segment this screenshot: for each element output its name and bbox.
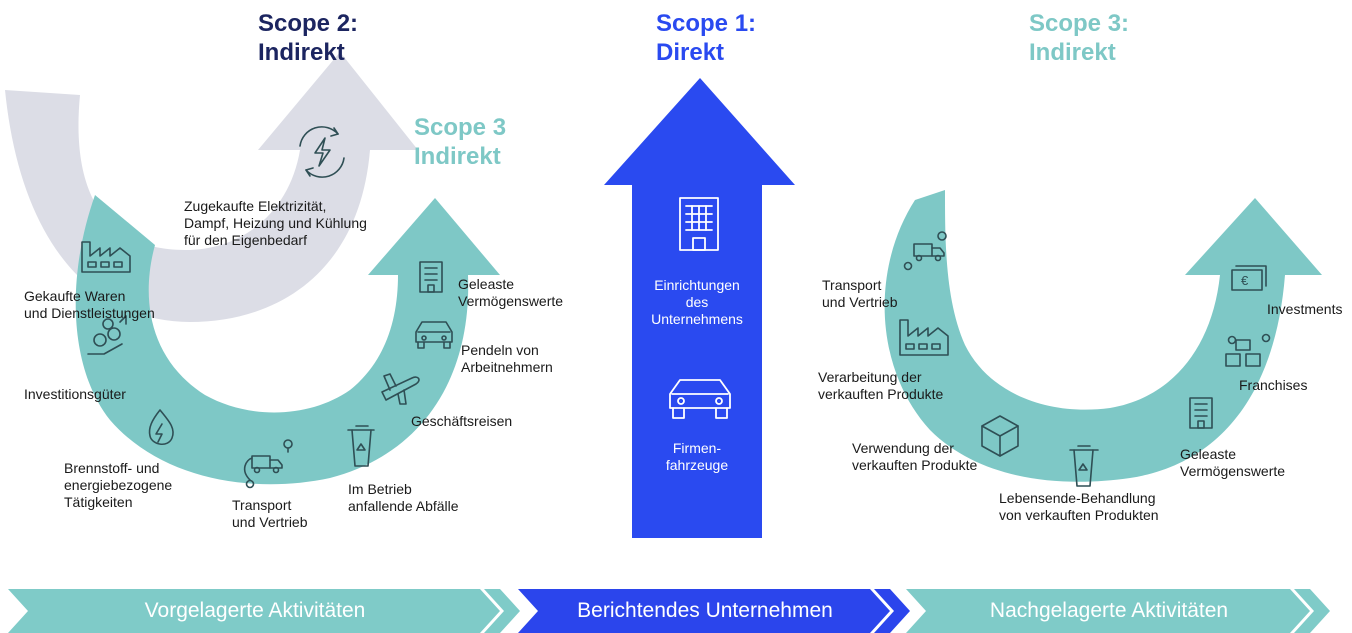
label-line: Transport	[822, 277, 882, 293]
car-icon	[415, 321, 453, 349]
upstream-fuel-label: Brennstoff- und energiebezogene Tätigkei…	[64, 460, 172, 511]
airplane-icon	[381, 373, 420, 405]
electricity-cycle-icon	[299, 126, 345, 178]
scope3-right-header: Scope 3: Indirekt	[1029, 9, 1129, 67]
scope1-header: Scope 1: Direkt	[656, 9, 756, 67]
scope2-header-line1: Scope 2:	[258, 10, 359, 37]
upstream-goods-label: Gekaufte Waren und Dienstleistungen	[24, 288, 155, 322]
building-icon	[1189, 397, 1213, 429]
band-downstream-label: Nachgelagerte Aktivitäten	[989, 599, 1229, 622]
flame-icon	[148, 409, 174, 445]
label-line: und Dienstleistungen	[24, 305, 155, 321]
label-line: anfallende Abfälle	[348, 498, 459, 514]
label-line: Lebensende-Behandlung	[999, 490, 1156, 506]
label-line: verkauften Produkte	[852, 457, 978, 473]
money-icon: €	[1231, 265, 1267, 291]
label-line: Verarbeitung der	[818, 369, 922, 385]
band-upstream-shape	[8, 589, 500, 633]
label-line: Investitionsgüter	[24, 386, 126, 402]
scope2-label-line: für den Eigenbedarf	[184, 232, 307, 248]
label-line: Im Betrieb	[348, 481, 412, 497]
band-reporting-label: Berichtendes Unternehmen	[577, 599, 833, 622]
truck-route-icon	[243, 439, 293, 489]
box-icon	[981, 415, 1019, 457]
label-line: Pendeln von	[461, 342, 539, 358]
scope2-label-line: Zugekaufte Elektrizität,	[184, 198, 327, 214]
scope3-left-header-line2: Indirekt	[414, 143, 501, 170]
band-chevron-3	[1294, 589, 1330, 633]
label-line: Vermögenswerte	[1180, 463, 1286, 479]
scope1-header-line1: Scope 1:	[656, 10, 757, 37]
upstream-travel-label: Geschäftsreisen	[411, 413, 512, 430]
band-reporting-shape	[518, 589, 890, 633]
label-line: von verkauften Produkten	[999, 507, 1159, 523]
upstream-leased-label: Geleaste Vermögenswerte	[458, 276, 563, 310]
label-line: Franchises	[1239, 377, 1308, 393]
label-line: verkauften Produkte	[818, 386, 944, 402]
scope1-vehicles-label: Firmen- fahrzeuge	[632, 440, 762, 474]
label-line: Verwendung der	[852, 440, 954, 456]
label-line: Transport	[232, 497, 292, 513]
label-line: Firmen-	[672, 440, 722, 456]
scope2-grey-arrow	[5, 52, 418, 322]
label-line: Geleaste	[1180, 446, 1237, 462]
scope2-label: Zugekaufte Elektrizität, Dampf, Heizung …	[184, 198, 367, 249]
label-line: Arbeitnehmern	[461, 359, 553, 375]
building-icon	[419, 261, 443, 293]
label-line: Geschäftsreisen	[411, 413, 513, 429]
downstream-investments-label: Investments	[1267, 301, 1342, 318]
scope3-right-header-line2: Indirekt	[1029, 39, 1116, 66]
downstream-processing-label: Verarbeitung der verkauften Produkte	[818, 369, 943, 403]
company-car-icon	[669, 379, 731, 419]
factory-icon	[899, 319, 949, 356]
factory-icon	[81, 241, 131, 273]
label-line: energiebezogene	[64, 477, 173, 493]
upstream-teal-arrow	[75, 195, 500, 485]
label-line: Brennstoff- und	[64, 460, 160, 476]
label-line: und Vertrieb	[232, 514, 308, 530]
coins-hand-icon	[87, 315, 127, 355]
downstream-transport-label: Transport und Vertrieb	[822, 277, 898, 311]
scope1-header-line2: Direkt	[656, 39, 725, 66]
scope3-right-header-line1: Scope 3:	[1029, 10, 1130, 37]
label-line: Unternehmens	[651, 311, 743, 327]
label-line: des	[685, 294, 709, 310]
upstream-transport-label: Transport und Vertrieb	[232, 497, 308, 531]
label-line: Vermögenswerte	[458, 293, 564, 309]
downstream-leased-label: Geleaste Vermögenswerte	[1180, 446, 1285, 480]
scope2-label-line: Dampf, Heizung und Kühlung	[184, 215, 367, 231]
upstream-commute-label: Pendeln von Arbeitnehmern	[461, 342, 553, 376]
scope2-header: Scope 2: Indirekt	[258, 9, 358, 67]
label-line: und Vertrieb	[822, 294, 898, 310]
label-line: fahrzeuge	[665, 457, 729, 473]
scope1-facilities-label: Einrichtungen des Unternehmens	[632, 277, 762, 328]
label-line: Gekaufte Waren	[24, 288, 126, 304]
downstream-franchises-label: Franchises	[1239, 377, 1307, 394]
upstream-waste-label: Im Betrieb anfallende Abfälle	[348, 481, 459, 515]
svg-text:€: €	[1241, 273, 1249, 288]
downstream-use-label: Verwendung der verkauften Produkte	[852, 440, 977, 474]
scope3-left-header-line1: Scope 3	[414, 114, 507, 141]
upstream-capital-label: Investitionsgüter	[24, 386, 126, 403]
facility-building-icon	[679, 197, 719, 251]
shops-icon	[1225, 333, 1271, 367]
label-line: Tätigkeiten	[64, 494, 133, 510]
label-line: Investments	[1267, 301, 1343, 317]
band-downstream-shape	[906, 589, 1310, 633]
band-upstream-label: Vorgelagerte Aktivitäten	[144, 599, 366, 622]
scope3-left-header: Scope 3 Indirekt	[414, 113, 506, 171]
recycle-bin-icon	[1069, 445, 1099, 487]
recycle-bin-icon	[347, 425, 375, 467]
downstream-eol-label: Lebensende-Behandlung von verkauften Pro…	[999, 490, 1159, 524]
label-line: Einrichtungen	[654, 277, 740, 293]
truck-route-icon	[903, 231, 947, 271]
downstream-teal-arrow	[884, 190, 1322, 482]
band-chevron-1	[484, 589, 520, 633]
scope2-header-line2: Indirekt	[258, 39, 345, 66]
band-chevron-2	[874, 589, 910, 633]
label-line: Geleaste	[458, 276, 515, 292]
scope1-blue-arrow	[604, 78, 795, 538]
